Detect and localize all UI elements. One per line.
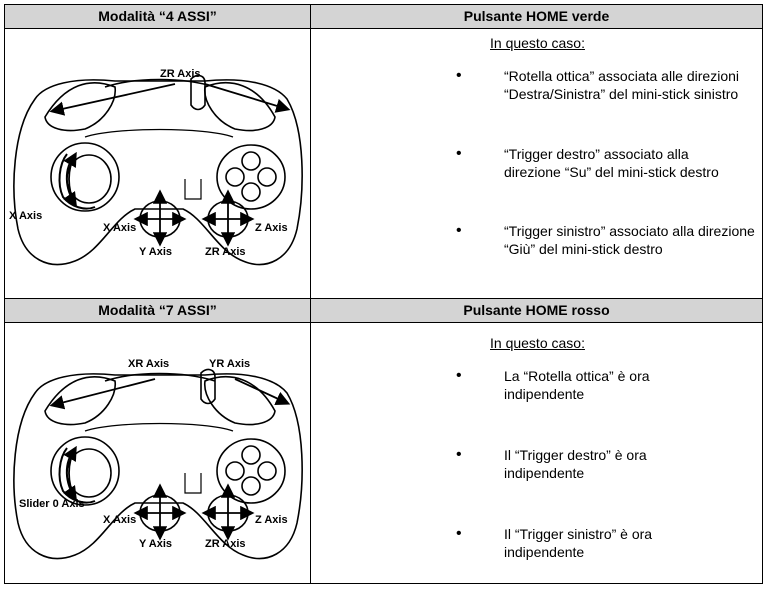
gamepad-diagram-7-axes: XR Axis YR Axis Slider 0 Axis X Axis Y A… bbox=[13, 358, 303, 560]
header-green-home: Pulsante HOME verde bbox=[311, 5, 762, 28]
bullet-dot: • bbox=[456, 222, 462, 239]
bullet-dot: • bbox=[456, 367, 462, 384]
bullet-dot: • bbox=[456, 67, 462, 84]
header-7-axes: Modalità “7 ASSI” bbox=[5, 299, 310, 322]
label-zr-axis-top: ZR Axis bbox=[160, 68, 201, 80]
label-right-zr-axis: ZR Axis bbox=[205, 246, 246, 258]
row-divider bbox=[5, 28, 762, 29]
list-item: • Il “Trigger sinistro” è ora indipenden… bbox=[456, 525, 653, 560]
intro-text: In questo caso: bbox=[490, 35, 585, 51]
row-divider bbox=[5, 298, 762, 299]
label-right-z-axis: Z Axis bbox=[255, 222, 288, 234]
label-left-x-axis: X Axis bbox=[103, 514, 136, 526]
header-red-home: Pulsante HOME rosso bbox=[311, 299, 762, 322]
list-item: • Il “Trigger destro” è ora indipendente bbox=[456, 446, 647, 481]
gamepad-diagram-4-axes: ZR Axis X Axis X Axis Y Axis Z Axis ZR A… bbox=[9, 68, 303, 266]
column-divider bbox=[310, 5, 311, 583]
list-item: • La “Rotella ottica” è ora indipendente bbox=[456, 367, 650, 402]
axis-arrows bbox=[49, 378, 291, 541]
label-left-y-axis: Y Axis bbox=[139, 538, 172, 550]
bullet-dot: • bbox=[456, 446, 462, 463]
axis-arrows bbox=[49, 83, 291, 247]
list-item: • “Trigger sinistro” associato alla dire… bbox=[456, 222, 755, 257]
row-divider bbox=[5, 322, 762, 323]
gamepad-outline bbox=[13, 74, 303, 266]
label-right-zr-axis: ZR Axis bbox=[205, 538, 246, 550]
bullet-dot: • bbox=[456, 145, 462, 162]
label-wheel-x-axis: X Axis bbox=[9, 210, 42, 222]
header-4-axes: Modalità “4 ASSI” bbox=[5, 5, 310, 28]
bullet-dot: • bbox=[456, 525, 462, 542]
label-left-x-axis: X Axis bbox=[103, 222, 136, 234]
mode-table: Modalità “4 ASSI” Pulsante HOME verde Mo… bbox=[4, 4, 763, 584]
intro-text: In questo caso: bbox=[490, 335, 585, 351]
label-right-z-axis: Z Axis bbox=[255, 514, 288, 526]
label-xr-axis: XR Axis bbox=[128, 358, 169, 370]
gamepad-outline bbox=[13, 368, 303, 560]
label-yr-axis: YR Axis bbox=[209, 358, 250, 370]
label-left-y-axis: Y Axis bbox=[139, 246, 172, 258]
list-item: • “Rotella ottica” associata alle direzi… bbox=[456, 67, 739, 102]
label-slider-0-axis: Slider 0 Axis bbox=[19, 498, 85, 510]
list-item: • “Trigger destro” associato alla direzi… bbox=[456, 145, 719, 180]
